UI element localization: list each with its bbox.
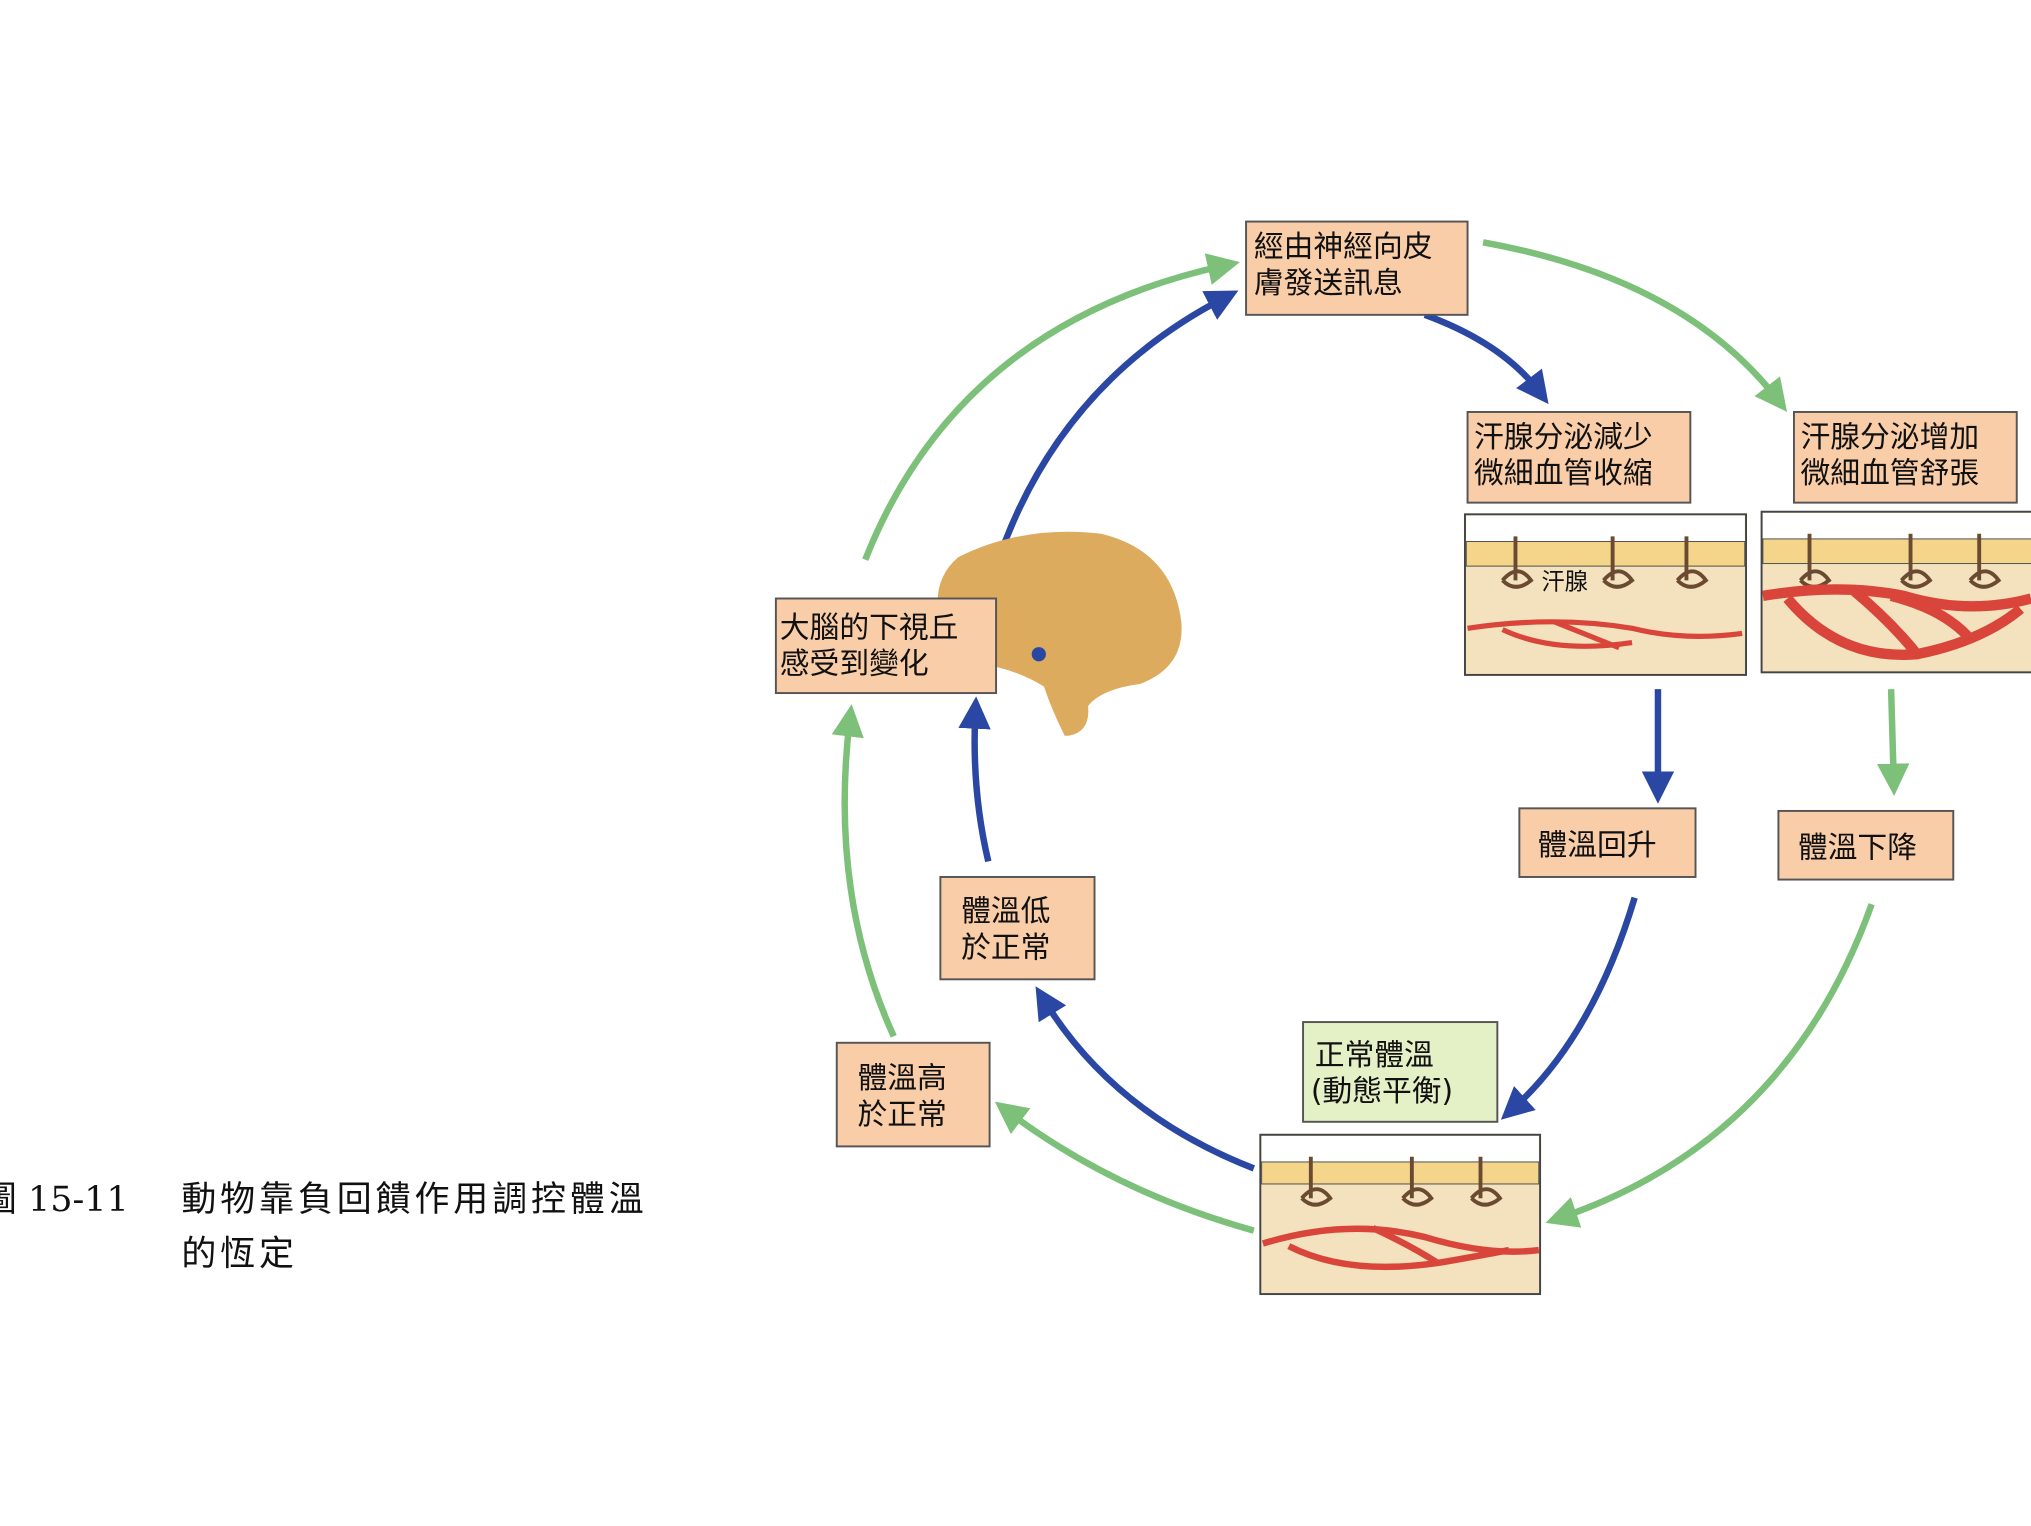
node-text: 大腦的下視丘 [780, 610, 959, 645]
node-text: 體溫高 [857, 1061, 946, 1096]
node-nerve-signal: 經由神經向皮 膚發送訊息 [1245, 220, 1469, 316]
node-temp-low: 體溫低 於正常 [939, 876, 1096, 981]
node-text: 於正常 [961, 930, 1050, 965]
node-text: 於正常 [857, 1097, 946, 1132]
green-arrow-to-normal [1545, 903, 1875, 1228]
green-arrow-down-right [1877, 689, 1910, 797]
node-text: 汗腺分泌減少 [1474, 420, 1653, 455]
node-hypothalamus: 大腦的下視丘 感受到變化 [774, 597, 998, 695]
skin-panel-normal [1259, 1133, 1542, 1296]
node-sweat-decrease: 汗腺分泌減少 微細血管收縮 [1466, 411, 1692, 504]
blue-arrow-to-low [1035, 986, 1256, 1172]
brain-illustration [937, 531, 1182, 736]
node-text: 微細血管收縮 [1474, 456, 1653, 491]
green-arrow-top-right [1482, 239, 1788, 412]
node-text: 微細血管舒張 [1800, 456, 1979, 491]
node-text: 經由神經向皮 [1254, 230, 1433, 265]
node-temp-fall: 體溫下降 [1777, 809, 1955, 881]
node-text: 體溫回升 [1537, 828, 1656, 863]
node-text: 汗腺分泌增加 [1800, 420, 1979, 455]
node-text: 正常體溫 [1315, 1038, 1434, 1073]
sweat-gland-label: 汗腺 [1541, 568, 1588, 595]
node-text: 感受到變化 [780, 647, 929, 682]
node-text: 體溫低 [961, 894, 1050, 929]
figure-title-line1: 動物靠負回饋作用調控體溫 [181, 1180, 647, 1220]
blue-arrow-to-hypothalamus [958, 696, 992, 863]
blue-arrow-nerve-to-constrict [1423, 311, 1549, 405]
figure-number: 圖 15-11 [0, 1180, 129, 1220]
green-arrow-up-left [862, 253, 1240, 561]
node-normal-temp: 正常體溫 (動態平衡) [1302, 1021, 1499, 1123]
node-text: 體溫下降 [1798, 831, 1917, 866]
skin-panel-dilated [1760, 510, 2031, 674]
node-sweat-increase: 汗腺分泌增加 微細血管舒張 [1792, 411, 2018, 504]
node-temp-rise: 體溫回升 [1518, 807, 1697, 878]
green-arrow-to-high [994, 1101, 1255, 1234]
figure-title-line2: 的恆定 [181, 1235, 298, 1275]
blue-arrow-to-normal [1500, 896, 1638, 1120]
node-temp-high: 體溫高 於正常 [835, 1041, 991, 1148]
blue-arrows [958, 290, 1675, 1172]
green-arrows [831, 239, 1910, 1234]
node-text: 膚發送訊息 [1254, 266, 1403, 301]
green-arrow-to-hypothalamus [831, 704, 897, 1038]
node-text: (動態平衡) [1311, 1074, 1453, 1109]
hypothalamus-dot [1031, 647, 1046, 662]
skin-panel-constricted: 汗腺 [1463, 513, 1748, 676]
blue-arrow-brain-to-nerve [987, 290, 1239, 584]
